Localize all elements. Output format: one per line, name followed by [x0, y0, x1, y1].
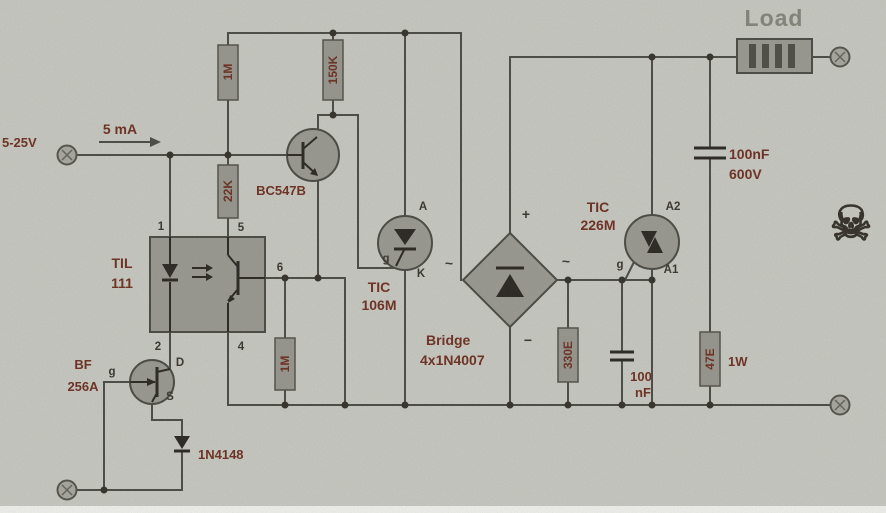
junction-dot: [648, 276, 656, 284]
junction-dot: [401, 29, 409, 37]
pin-label-g: g: [382, 253, 389, 265]
pin-label-5: 5: [238, 222, 245, 234]
load-stripe: [788, 44, 795, 68]
junction-dot: [401, 401, 409, 409]
capacitor-value-label: 100: [630, 369, 652, 384]
pin-label-ac-right: ~: [562, 253, 570, 269]
terminal-input-bottom: [56, 479, 78, 501]
junction-dot: [618, 276, 626, 284]
junction-dot: [648, 53, 656, 61]
junction-dot: [166, 151, 174, 159]
triac-number-label: 226M: [580, 217, 615, 233]
pin-label-k: K: [417, 268, 426, 280]
triac-name-label: TIC: [587, 199, 610, 215]
pin-label-a2: A2: [666, 201, 681, 213]
scr-number-label: 106M: [361, 297, 396, 313]
resistor-value: 47E: [703, 348, 717, 369]
pin-label-2: 2: [155, 341, 161, 353]
pin-label-g: g: [616, 259, 623, 271]
jfet-number-label: 256A: [67, 379, 99, 394]
junction-dot: [706, 401, 714, 409]
supply-current-label: 5 mA: [103, 121, 137, 137]
pin-label-4: 4: [238, 341, 245, 353]
pin-label-plus: +: [522, 206, 530, 222]
optocoupler-body: [149, 236, 266, 333]
resistor-value: 1M: [221, 64, 235, 81]
capacitor-unit-label: nF: [635, 385, 651, 400]
jfet-name-label: BF: [74, 357, 91, 372]
junction-dot: [341, 401, 349, 409]
opto-name-label: TIL: [112, 255, 133, 271]
load: Load: [736, 5, 813, 74]
scan-edge-strip: [0, 506, 886, 513]
pin-label-g: g: [108, 366, 115, 378]
junction-dot: [706, 53, 714, 61]
terminal-mains-top: [829, 46, 851, 68]
resistor-r2: 150K: [322, 39, 344, 101]
bridge-type-label: 4x1N4007: [420, 352, 485, 368]
pin-label-a: A: [419, 201, 427, 213]
resistor-r4: 1M: [274, 337, 296, 391]
resistor-value: 22K: [221, 180, 235, 202]
junction-dot: [648, 401, 656, 409]
junction-dot: [506, 401, 514, 409]
resistor-r3: 22K: [217, 164, 239, 219]
opto-number-label: 111: [111, 275, 133, 291]
resistor-power-label: 1W: [728, 354, 748, 369]
junction-dot: [329, 29, 337, 37]
diode-label: 1N4148: [198, 447, 244, 462]
resistor-r1: 1M: [217, 44, 239, 101]
pin-label-6: 6: [277, 262, 283, 274]
load-stripe: [762, 44, 769, 68]
triac-body: [624, 214, 680, 270]
pin-label-a1: A1: [664, 264, 679, 276]
terminal-input: [56, 144, 78, 166]
junction-dot: [281, 274, 289, 282]
skull-icon: ☠: [829, 198, 872, 251]
junction-dot: [100, 486, 108, 494]
junction-dot: [329, 111, 337, 119]
scr-name-label: TIC: [368, 279, 391, 295]
load-body: [736, 38, 813, 74]
load-stripe: [749, 44, 756, 68]
capacitor-rating-label: 600V: [729, 166, 762, 182]
resistor-value: 330E: [561, 341, 575, 369]
pin-label-ac-left: ~: [445, 255, 453, 271]
pin-label-minus: −: [524, 332, 532, 348]
pin-label-d: D: [176, 357, 184, 369]
junction-dot: [281, 401, 289, 409]
junction-dot: [224, 151, 232, 159]
resistor-r5: 330E: [557, 327, 579, 383]
load-label: Load: [745, 5, 804, 31]
terminal-mains-bottom: [829, 394, 851, 416]
bridge-name-label: Bridge: [426, 332, 471, 348]
pin-label-1: 1: [158, 221, 165, 233]
capacitor-value-label: 100nF: [729, 146, 770, 162]
load-stripe: [775, 44, 782, 68]
transistor-label: BC547B: [256, 183, 306, 198]
supply-voltage-label: 5-25V: [2, 135, 37, 150]
junction-dot: [564, 401, 572, 409]
junction-dot: [314, 274, 322, 282]
pin-label-s: S: [166, 391, 174, 403]
resistor-value: 150K: [326, 55, 340, 84]
resistor-value: 1M: [278, 356, 292, 373]
junction-dot: [618, 401, 626, 409]
junction-dot: [564, 276, 572, 284]
